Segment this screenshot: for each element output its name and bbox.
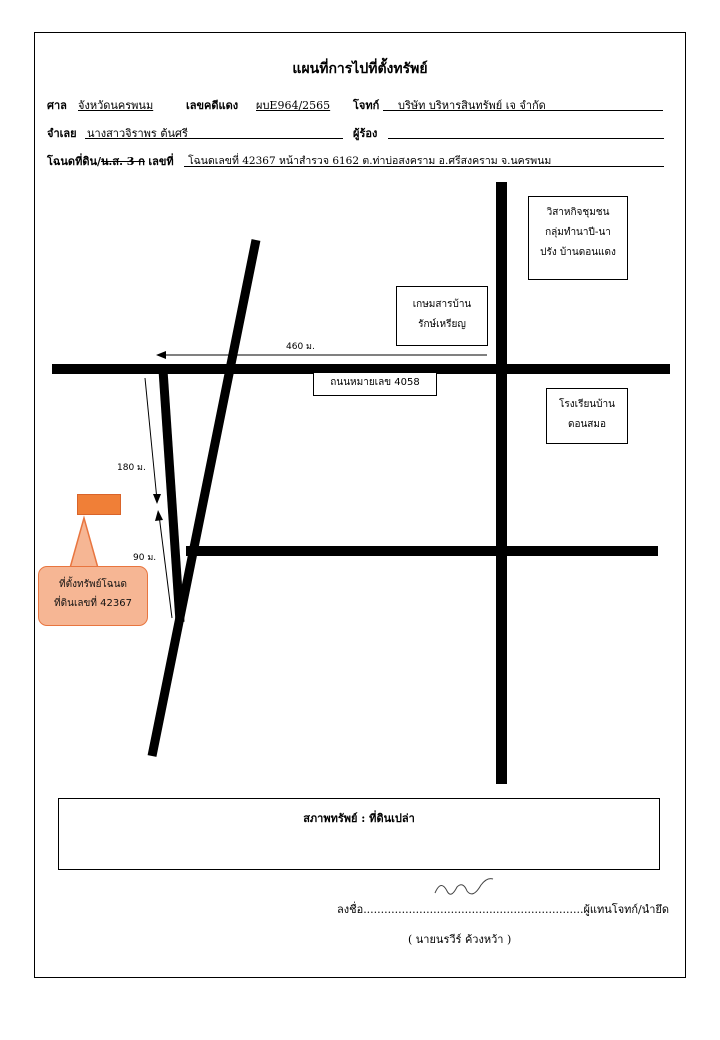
landmark-enterprise-line3: ปรัง บ้านดอนแดง [540, 247, 616, 258]
arrow-180m [144, 377, 158, 501]
signature-label: ลงชื่อ [337, 903, 364, 916]
landmark-farmer-line1: เกษมสารบ้าน [412, 299, 472, 310]
deed-label: โฉนดที่ดิน/น.ส. 3 ก เลขที่ [47, 155, 174, 168]
plaintiff-value: บริษัท บริหารสินทรัพย์ เจ จำกัด [398, 99, 546, 112]
vertical-road-east [496, 182, 507, 784]
property-condition-box: สภาพทรัพย์ : ที่ดินเปล่า [58, 798, 660, 870]
road-label-box: ถนนหมายเลข 4058 [313, 372, 437, 396]
distance-460m-label: 460 ม. [286, 342, 315, 352]
defendant-label: จำเลย [47, 127, 77, 140]
distance-90m-label: 90 ม. [133, 553, 157, 563]
road-label: ถนนหมายเลข 4058 [330, 377, 420, 388]
deed-value: โฉนดเลขที่ 42367 หน้าสำรวจ 6162 ต.ท่าบ่อ… [188, 155, 552, 167]
access-road [158, 369, 185, 623]
signature-scribble [434, 878, 494, 895]
document-frame [34, 32, 686, 978]
landmark-enterprise-box: วิสาหกิจชุมชน กลุ่มทำนาปี-นา ปรัง บ้านดอ… [528, 196, 628, 280]
arrow-90m [158, 514, 173, 619]
diagonal-road [147, 239, 261, 757]
landmark-school-box: โรงเรียนบ้าน ดอนสมอ [546, 388, 628, 444]
plaintiff-underline [383, 110, 663, 111]
lower-road [186, 546, 658, 556]
landmark-enterprise-line2: กลุ่มทำนาปี-นา [545, 227, 611, 238]
landmark-school-line2: ดอนสมอ [567, 419, 607, 430]
court-value: จังหวัดนครพนม [78, 99, 154, 112]
petitioner-underline [388, 138, 664, 139]
petitioner-label: ผู้ร้อง [353, 127, 378, 140]
callout-line1: ที่ตั้งทรัพย์โฉนด [59, 579, 127, 590]
red-case-value: ผบE964/2565 [256, 99, 331, 112]
landmark-farmer-box: เกษมสารบ้าน รักษ์เหรียญ [396, 286, 488, 346]
deed-underline [184, 166, 664, 167]
signature-role: ผู้แทนโจทก์/นำยึด [583, 903, 670, 916]
plaintiff-label: โจทก์ [353, 99, 380, 112]
court-label: ศาล [47, 99, 67, 112]
callout-pointer [69, 515, 99, 569]
landmark-enterprise-line1: วิสาหกิจชุมชน [546, 207, 610, 218]
property-callout: ที่ตั้งทรัพย์โฉนด ที่ดินเลขที่ 42367 [38, 566, 148, 626]
arrow-180m-head [153, 494, 161, 504]
main-road-4058 [52, 364, 670, 374]
red-case-label: เลขคดีแดง [186, 99, 239, 112]
callout-line2: ที่ดินเลขที่ 42367 [54, 598, 132, 609]
property-condition-text: สภาพทรัพย์ : ที่ดินเปล่า [303, 812, 415, 825]
property-marker [77, 494, 121, 515]
landmark-farmer-line2: รักษ์เหรียญ [418, 319, 466, 330]
signer-name: ( นายนรวีร์ ค้วงหว้า ) [408, 933, 512, 946]
distance-180m-label: 180 ม. [117, 463, 146, 473]
arrow-460m-head [156, 351, 166, 359]
arrow-90m-head [155, 510, 163, 521]
signature-line: ลงชื่อ..................................… [337, 900, 669, 918]
signature-dots: ........................................… [363, 903, 584, 916]
landmark-school-line1: โรงเรียนบ้าน [559, 399, 615, 410]
page-title: แผนที่การไปที่ตั้งทรัพย์ [292, 61, 428, 77]
defendant-value: นางสาวจิราพร ต้นศรี [87, 127, 188, 140]
defendant-underline [85, 138, 343, 139]
